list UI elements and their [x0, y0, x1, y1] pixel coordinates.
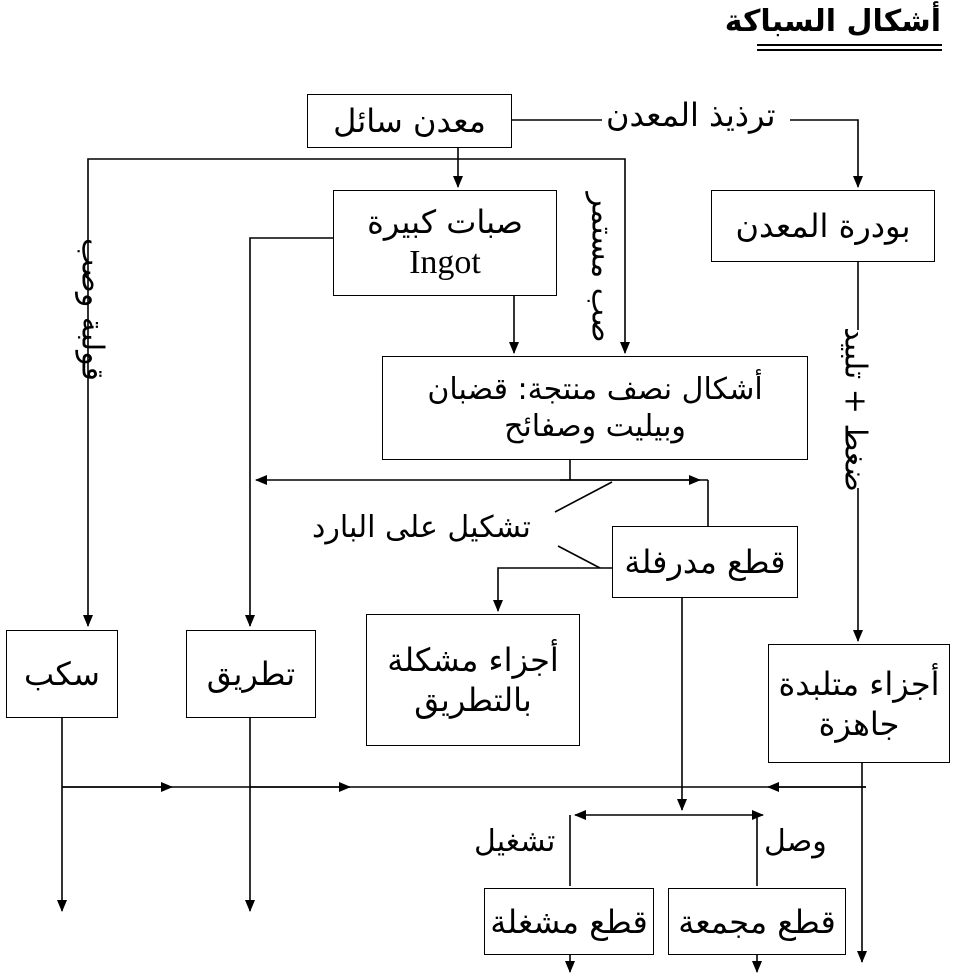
- node-forged-parts-line2: بالتطريق: [414, 681, 532, 719]
- node-forged-parts-line1: أجزاء مشكلة: [387, 641, 559, 679]
- node-rolled-parts-label: قطع مدرفلة: [624, 543, 786, 581]
- edge-cold-forming-upper: [554, 481, 613, 513]
- edge-label-press-sinter: ضغط + تلبيد: [837, 327, 873, 492]
- node-large-ingots: صبات كبيرة Ingot: [333, 190, 557, 296]
- node-metal-powder: بودرة المعدن: [711, 190, 935, 262]
- node-sintered-parts: أجزاء متلبدة جاهزة: [768, 644, 950, 763]
- edge-mold-casting: [83, 158, 458, 627]
- node-casting: سكب: [6, 630, 118, 718]
- node-machined-parts-label: قطع مشغلة: [490, 902, 648, 941]
- node-semi-products-line1: أشكال نصف منتجة: قضبان: [427, 371, 763, 407]
- node-forged-parts: أجزاء مشكلة بالتطريق: [366, 614, 580, 746]
- node-rolled-parts: قطع مدرفلة: [612, 526, 798, 598]
- node-machined-parts: قطع مشغلة: [484, 888, 654, 955]
- node-sintered-parts-line1: أجزاء متلبدة: [778, 664, 940, 703]
- node-large-ingots-label-en: Ingot: [409, 243, 481, 281]
- edge-ingots-to-forging: [245, 237, 333, 627]
- node-molten-metal-label: معدن سائل: [333, 102, 486, 140]
- title-underline: [757, 44, 942, 46]
- edge-label-continuous-casting: صب مستمر: [584, 192, 620, 343]
- edge-label-joining: وصل: [764, 824, 827, 859]
- node-forging: تطريق: [186, 630, 316, 718]
- node-metal-powder-label: بودرة المعدن: [735, 207, 911, 245]
- edge-atomize-to-powder: [790, 119, 863, 188]
- node-assembled-parts: قطع مجمعة: [668, 888, 846, 955]
- node-semi-products-line2: وبيليت وصفائح: [504, 409, 686, 444]
- node-assembled-parts-label: قطع مجمعة: [678, 902, 836, 941]
- node-semi-products: أشكال نصف منتجة: قضبان وبيليت وصفائح: [382, 356, 808, 460]
- edge-cold-forming-lower: [557, 545, 601, 569]
- node-molten-metal: معدن سائل: [307, 94, 512, 148]
- diagram-title: أشكال السباكة: [724, 4, 941, 39]
- node-sintered-parts-line2: جاهزة: [818, 704, 900, 743]
- title-underline-second: [757, 49, 942, 51]
- node-casting-label: سكب: [24, 655, 100, 693]
- node-forging-label: تطريق: [206, 655, 296, 693]
- node-large-ingots-label-ar: صبات كبيرة: [367, 202, 523, 241]
- edge-label-mold-casting: قولبة وصب: [74, 237, 110, 382]
- node-atomization: ترذيذ المعدن: [606, 96, 776, 134]
- edge-continuous-casting: [458, 158, 630, 354]
- edge-cold-to-forged: [493, 567, 612, 612]
- edge-label-cold-forming: تشكيل على البارد: [312, 510, 531, 545]
- edge-label-machining: تشغيل: [474, 824, 556, 859]
